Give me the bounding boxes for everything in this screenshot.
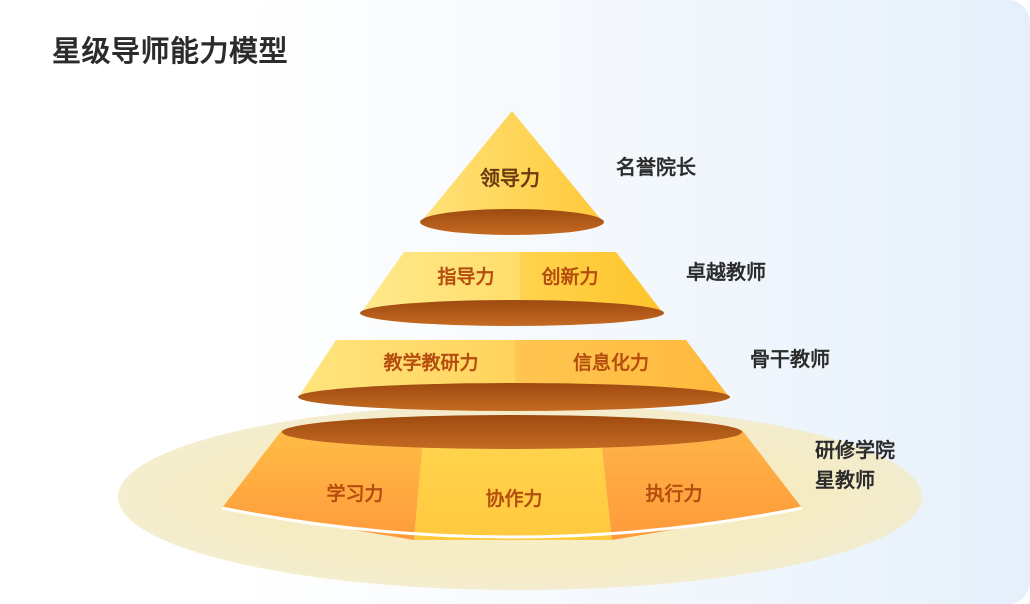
page-title: 星级导师能力模型 (52, 34, 289, 68)
tier-1 (420, 111, 604, 235)
tier-4 (221, 415, 803, 540)
tier-4-segment-middle (414, 430, 612, 540)
tier-1-base-ellipse (420, 209, 604, 235)
level-key-teacher: 骨干教师 (750, 347, 830, 371)
ability-guidance: 指导力 (437, 265, 494, 288)
level-excellent-teacher: 卓越教师 (686, 260, 766, 284)
ability-innovation: 创新力 (540, 265, 598, 288)
tier-3 (298, 340, 730, 411)
level-honorary-dean: 名誉院长 (616, 155, 697, 179)
level-academy-line-1: 研修学院 (815, 438, 895, 462)
tier-1-triangle (421, 111, 603, 222)
ability-learning: 学习力 (326, 482, 383, 505)
tier-2-segment-right (520, 252, 663, 313)
level-academy-line-2: 星教师 (815, 468, 875, 492)
tier-4-segment-right (600, 430, 802, 540)
tier-4-segment-left (222, 430, 424, 540)
ability-informatization: 信息化力 (573, 351, 649, 374)
tier-4-top-ellipse (282, 415, 742, 449)
tier-2-segment-left (361, 252, 520, 313)
ability-execution: 执行力 (645, 482, 702, 505)
tier-2 (360, 252, 664, 326)
tier-2-base-ellipse (360, 300, 664, 326)
tier-4-bottom-edge (221, 506, 803, 539)
ability-collaboration: 协作力 (485, 487, 542, 510)
tier-3-base-ellipse (298, 383, 730, 411)
ability-leadership: 领导力 (480, 166, 540, 190)
ability-teaching-research: 教学教研力 (383, 351, 478, 374)
